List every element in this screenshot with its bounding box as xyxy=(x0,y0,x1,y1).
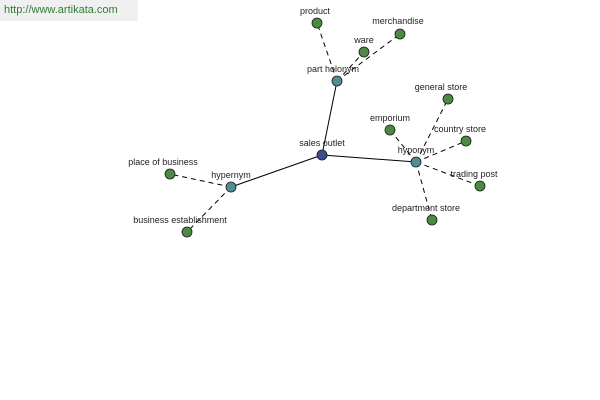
node-ware[interactable]: ware xyxy=(353,35,374,58)
node-hypernym[interactable]: hypernym xyxy=(211,170,251,193)
edge-hypernym-business-establishment xyxy=(186,186,232,233)
edge-holonym-product xyxy=(316,22,338,82)
nodes-layer: sales outlet part holonym product merchandi… xyxy=(128,6,498,238)
node-hyponym[interactable]: hyponym xyxy=(398,145,435,168)
node-marker-department-store[interactable] xyxy=(426,214,438,226)
node-place-of-business[interactable]: place of business xyxy=(128,157,198,180)
node-marker-merchandise[interactable] xyxy=(394,28,406,40)
node-root[interactable]: sales outlet xyxy=(299,138,345,161)
node-label-hypernym[interactable]: hypernym xyxy=(211,170,251,180)
node-product[interactable]: product xyxy=(300,6,331,29)
node-label-department-store[interactable]: department store xyxy=(392,203,460,213)
node-label-business-establishment[interactable]: business establishment xyxy=(133,215,227,225)
node-holonym[interactable]: part holonym xyxy=(307,64,359,87)
node-marker-business-establishment[interactable] xyxy=(181,226,193,238)
edge-holonym-merchandise xyxy=(336,33,401,82)
node-business-establishment[interactable]: business establishment xyxy=(133,215,227,238)
edge-hyponym-emporium xyxy=(389,129,417,163)
node-general-store[interactable]: general store xyxy=(415,82,468,105)
node-trading-post[interactable]: trading post xyxy=(450,169,498,192)
node-label-general-store[interactable]: general store xyxy=(415,82,468,92)
node-merchandise[interactable]: merchandise xyxy=(372,16,424,40)
node-marker-root[interactable] xyxy=(316,149,328,161)
node-label-hyponym[interactable]: hyponym xyxy=(398,145,435,155)
node-label-place-of-business[interactable]: place of business xyxy=(128,157,198,167)
edge-hyponym-department-store xyxy=(415,161,433,221)
edge-root-hyponym xyxy=(321,154,417,163)
node-label-emporium[interactable]: emporium xyxy=(370,113,410,123)
node-marker-ware[interactable] xyxy=(358,46,370,58)
edge-holonym-ware xyxy=(336,51,365,82)
edge-root-holonym xyxy=(321,80,338,156)
node-marker-hyponym[interactable] xyxy=(410,156,422,168)
node-label-root[interactable]: sales outlet xyxy=(299,138,345,148)
edge-root-hypernym xyxy=(230,154,323,188)
edge-hyponym-country-store xyxy=(415,140,467,163)
node-marker-trading-post[interactable] xyxy=(474,180,486,192)
node-emporium[interactable]: emporium xyxy=(370,113,410,136)
node-label-ware[interactable]: ware xyxy=(353,35,374,45)
node-marker-holonym[interactable] xyxy=(331,75,343,87)
node-label-merchandise[interactable]: merchandise xyxy=(372,16,424,26)
edges-layer xyxy=(169,22,481,233)
node-country-store[interactable]: country store xyxy=(434,124,486,147)
node-label-trading-post[interactable]: trading post xyxy=(450,169,498,179)
node-marker-country-store[interactable] xyxy=(460,135,472,147)
edge-hyponym-general-store xyxy=(415,98,449,163)
node-label-product[interactable]: product xyxy=(300,6,331,16)
url-banner[interactable]: http://www.artikata.com xyxy=(0,0,138,21)
edge-hyponym-trading-post xyxy=(415,161,481,187)
edge-hypernym-place-of-business xyxy=(169,173,232,188)
node-label-holonym[interactable]: part holonym xyxy=(307,64,359,74)
node-marker-general-store[interactable] xyxy=(442,93,454,105)
node-marker-place-of-business[interactable] xyxy=(164,168,176,180)
node-marker-hypernym[interactable] xyxy=(225,181,237,193)
node-label-country-store[interactable]: country store xyxy=(434,124,486,134)
node-marker-product[interactable] xyxy=(311,17,323,29)
node-marker-emporium[interactable] xyxy=(384,124,396,136)
node-department-store[interactable]: department store xyxy=(392,203,460,226)
